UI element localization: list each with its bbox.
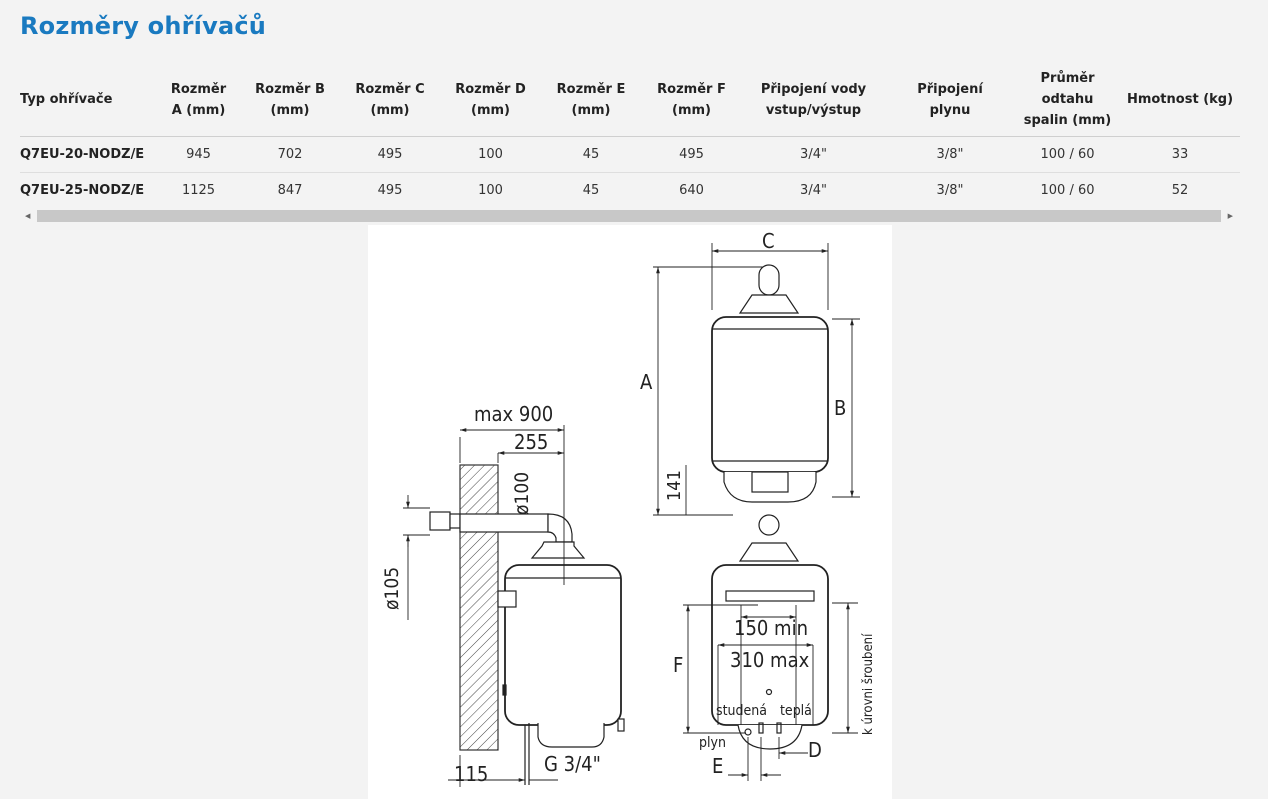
heater-dimension-drawing: max 900 255 ø100 ø105 115 G 3/4" C A B 1… xyxy=(368,225,892,799)
column-header-line: Typ ohřívače xyxy=(20,92,113,108)
column-header-line: vstup/výstup xyxy=(765,102,862,118)
column-header-line: Hmotnost (kg) xyxy=(1126,92,1234,108)
arrow-right-icon[interactable]: ▶ xyxy=(1227,212,1233,220)
dim-115: 115 xyxy=(454,762,488,786)
column-header-line: (mm) xyxy=(370,102,410,118)
dim-d105: ø105 xyxy=(381,567,403,610)
table-cell: 3/8" xyxy=(936,182,964,198)
dim-B: B xyxy=(834,396,846,420)
table-cell: 3/4" xyxy=(800,146,827,162)
table-row: Q7EU-25-NODZ/E 1125 847 495 100 45 640 3/4" 3/8"… xyxy=(20,172,1240,208)
side-view xyxy=(429,464,625,785)
dim-150min: 150 min xyxy=(734,616,808,640)
dim-E: E xyxy=(712,754,723,778)
column-header: Připojení plynu xyxy=(885,64,1015,136)
front-dimension-lines xyxy=(653,243,860,516)
dim-C: C xyxy=(762,229,775,253)
table-cell: 3/8" xyxy=(936,146,964,162)
column-header: Připojení vody vstup/výstup xyxy=(742,64,885,136)
table-cell: 100 xyxy=(478,182,503,198)
label-studena: studená xyxy=(716,703,767,719)
column-header-line: (mm) xyxy=(471,102,510,118)
arrow-left-icon[interactable]: ◀ xyxy=(25,212,31,220)
dim-g34: G 3/4" xyxy=(544,752,601,776)
table-cell: 100 / 60 xyxy=(1040,146,1095,162)
heater-type-cell: Q7EU-25-NODZ/E xyxy=(20,182,145,198)
column-header: Rozměr B (mm) xyxy=(240,64,340,136)
column-header-line: Rozměr E xyxy=(556,81,626,97)
column-header-line: Rozměr B xyxy=(255,81,325,97)
column-header-line: spalin (mm) xyxy=(1023,113,1112,129)
dim-D: D xyxy=(808,738,822,762)
column-header-line: (mm) xyxy=(672,102,711,118)
table-cell: 495 xyxy=(377,182,403,198)
page-title: Rozměry ohřívačů xyxy=(20,12,267,40)
bottom-dimension-lines xyxy=(683,602,858,781)
table-cell: 100 xyxy=(478,146,503,162)
dim-141: 141 xyxy=(664,470,685,501)
column-header-line: Rozměr F xyxy=(657,81,726,97)
column-header-line: (mm) xyxy=(270,102,310,118)
table-cell: 495 xyxy=(377,146,403,162)
dim-max900: max 900 xyxy=(474,402,553,426)
table-cell: 847 xyxy=(277,182,303,198)
table-cell: 3/4" xyxy=(800,182,827,198)
column-header: Rozměr D (mm) xyxy=(440,64,541,136)
dim-310max: 310 max xyxy=(730,648,810,672)
wall-hatch xyxy=(459,464,499,751)
column-header-line: A (mm) xyxy=(171,102,226,118)
horizontal-scrollbar[interactable]: ◀ ▶ xyxy=(20,208,1240,224)
front-view xyxy=(711,264,829,503)
label-tepla: teplá xyxy=(780,703,812,719)
table-cell: 640 xyxy=(679,182,704,198)
column-header-line: Rozměr D xyxy=(455,81,526,97)
dim-d100: ø100 xyxy=(511,472,533,515)
table-cell: 33 xyxy=(1171,146,1189,162)
column-header-line: Průměr xyxy=(1040,71,1095,87)
column-header-line: Rozměr xyxy=(170,81,227,97)
column-header-line: plynu xyxy=(929,102,971,118)
column-header-line: (mm) xyxy=(571,102,611,118)
column-header-line: Připojení vody xyxy=(760,81,867,97)
table-cell: 945 xyxy=(186,146,211,162)
column-header-line: odtahu xyxy=(1041,92,1094,108)
column-header: Typ ohřívače xyxy=(20,64,157,136)
table-cell: 1125 xyxy=(181,182,216,198)
table-cell: 45 xyxy=(582,182,600,198)
table-cell: 100 / 60 xyxy=(1040,182,1095,198)
dim-255: 255 xyxy=(514,430,548,454)
table-cell: 702 xyxy=(277,146,303,162)
column-header: Rozměr F (mm) xyxy=(641,64,742,136)
column-header: Průměr odtahu spalin (mm) xyxy=(1015,64,1120,136)
column-header: Rozměr C (mm) xyxy=(340,64,440,136)
dim-F: F xyxy=(673,653,683,677)
column-header: Rozměr A (mm) xyxy=(157,64,240,136)
table-row: Q7EU-20-NODZ/E 945 702 495 100 45 495 3/4" 3/8" 1… xyxy=(20,136,1240,172)
column-header: Hmotnost (kg) xyxy=(1120,64,1240,136)
table-cell: 495 xyxy=(679,146,704,162)
table-cell: 52 xyxy=(1171,182,1189,198)
scrollbar-thumb[interactable] xyxy=(37,210,1221,222)
side-dimension-lines xyxy=(403,425,565,787)
column-header-line: Připojení xyxy=(917,81,983,97)
dim-A: A xyxy=(640,370,653,394)
column-header: Rozměr E (mm) xyxy=(541,64,641,136)
heater-type-cell: Q7EU-20-NODZ/E xyxy=(20,146,145,162)
label-plyn: plyn xyxy=(699,735,726,751)
table-cell: 45 xyxy=(582,146,600,162)
column-header-line: Rozměr C xyxy=(355,81,425,97)
label-k-urovni-sroubeni: k úrovni šroubení xyxy=(861,633,876,735)
